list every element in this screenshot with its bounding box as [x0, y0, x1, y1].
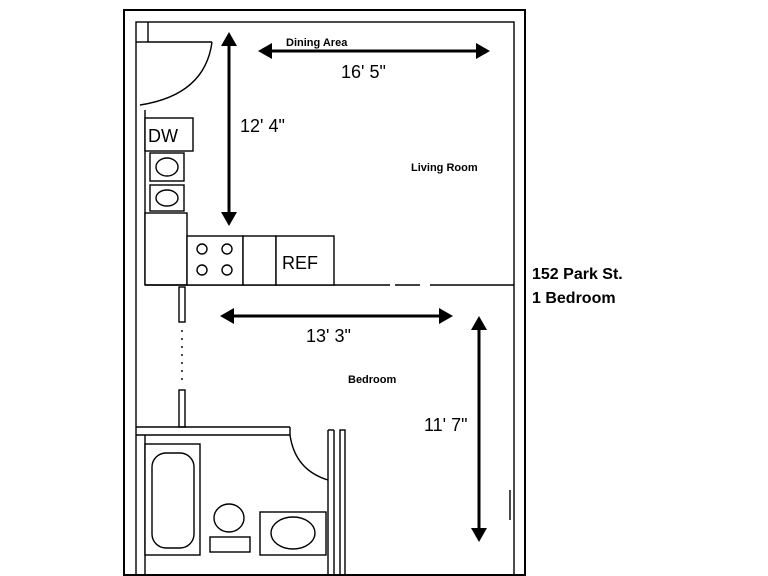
- bedroom-door: [178, 286, 186, 428]
- vanity-sink-icon: [270, 516, 316, 550]
- refrigerator-label: REF: [282, 253, 318, 273]
- dim-bedroom-width: [220, 308, 453, 324]
- inner-wall: [135, 21, 515, 576]
- dishwasher-label: DW: [148, 126, 178, 146]
- dim-bedroom-depth: [471, 316, 487, 542]
- sink-drain-2-icon: [155, 189, 179, 207]
- sink-basin-1: [149, 152, 185, 182]
- dim-dining-width: [258, 43, 490, 59]
- toilet-bowl-icon: [213, 503, 245, 533]
- stove: [186, 235, 244, 286]
- counter-lower: [144, 212, 188, 286]
- refrigerator: [275, 235, 335, 286]
- toilet-tank: [209, 536, 251, 553]
- bathroom: [136, 426, 346, 576]
- burner-icon: [221, 264, 233, 276]
- room-label-bedroom: Bedroom: [348, 374, 397, 386]
- bathtub-basin: [151, 452, 195, 549]
- burner-icon: [221, 243, 233, 255]
- bathroom-door-swing: [289, 434, 329, 481]
- dim-label-dining-width: 16' 5": [341, 62, 386, 82]
- burner-icon: [196, 243, 208, 255]
- sink-drain-1-icon: [155, 157, 179, 177]
- sink-basin-2: [149, 184, 185, 212]
- room-label-living: Living Room: [411, 162, 478, 174]
- room-label-dining: Dining Area: [286, 37, 348, 49]
- dim-label-living-depth: 12' 4": [240, 116, 285, 136]
- dim-label-bedroom-depth: 11' 7": [424, 415, 468, 435]
- burner-icon: [196, 264, 208, 276]
- dim-living-depth: [221, 32, 237, 226]
- address-label: 152 Park St.: [532, 266, 623, 283]
- counter-segment: [242, 235, 277, 286]
- unit-type-label: 1 Bedroom: [532, 290, 616, 307]
- entry-door: [136, 22, 213, 106]
- dishwasher: [144, 117, 194, 152]
- dim-label-bedroom-width: 13' 3": [306, 326, 351, 346]
